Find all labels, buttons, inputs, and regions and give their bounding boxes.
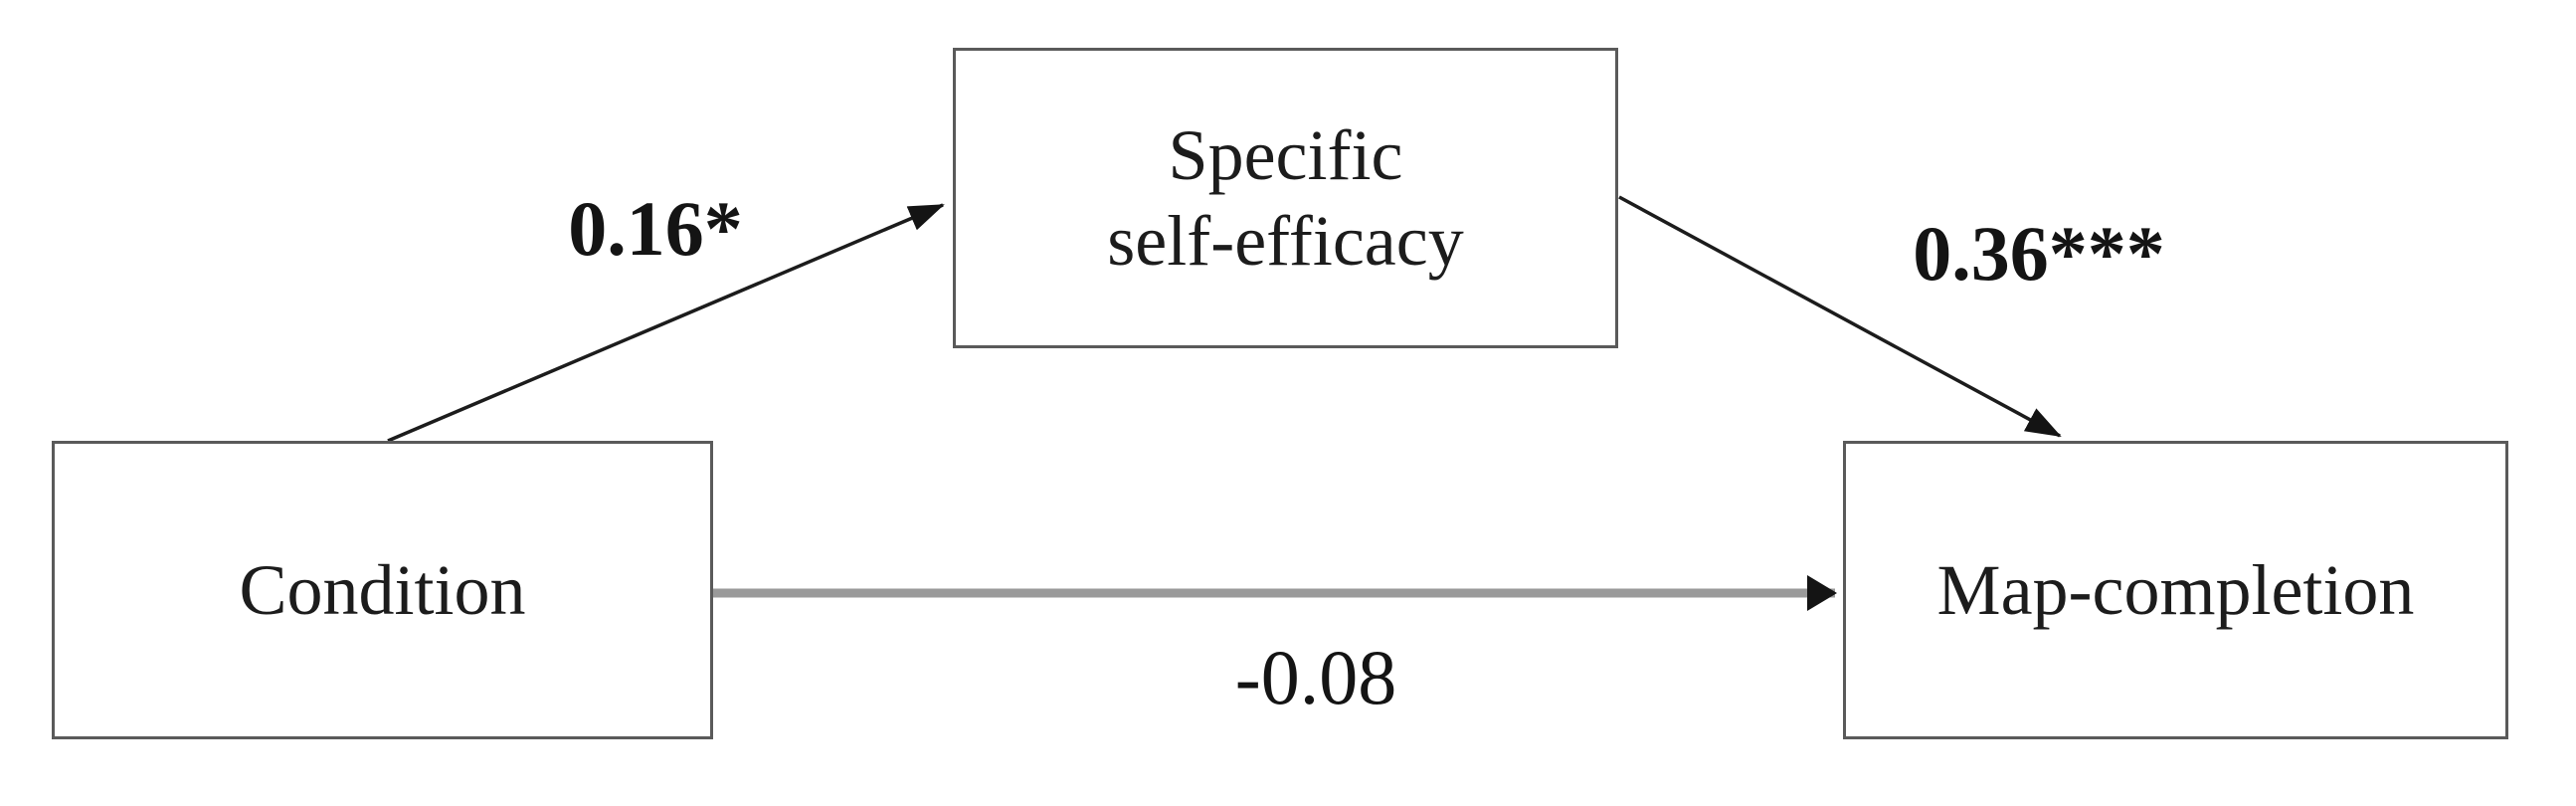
arrow-mediator-to-outcome: [1618, 195, 2062, 438]
mediator-box: Specific self-efficacy: [953, 48, 1618, 348]
mediator-box-label: Specific self-efficacy: [1107, 112, 1463, 284]
mediator-box-label-line2: self-efficacy: [1107, 201, 1464, 281]
path-c-coefficient: -0.08: [1234, 634, 1397, 720]
path-a-coefficient: 0.16*: [568, 185, 743, 272]
mediator-box-label-line1: Specific: [1168, 115, 1403, 195]
outcome-box-label: Map-completion: [1936, 550, 2415, 630]
outcome-box: Map-completion: [1843, 441, 2508, 739]
path-b-coefficient: 0.36***: [1913, 210, 2165, 297]
condition-box-label: Condition: [239, 550, 526, 630]
arrow-condition-to-mediator: [387, 203, 945, 443]
condition-box: Condition: [52, 441, 713, 739]
